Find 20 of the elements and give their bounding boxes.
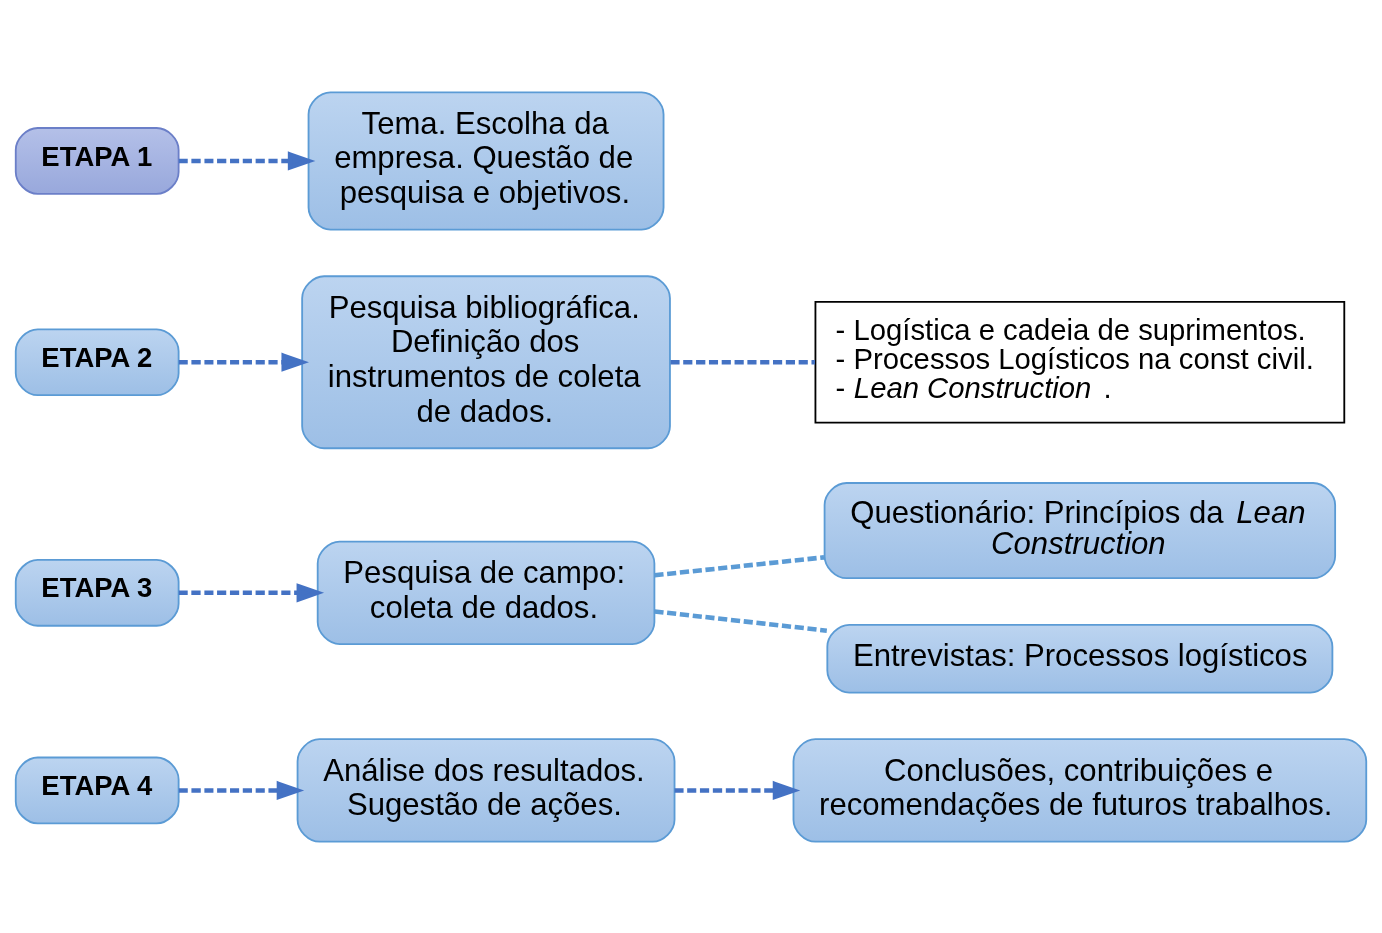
- node-box: ETAPA 1: [14, 126, 180, 195]
- arrow: [674, 780, 801, 800]
- node-box: Pesquisa de campo: coleta de dados.: [316, 540, 656, 645]
- connector: [670, 359, 815, 365]
- node-box: ETAPA 3: [14, 558, 180, 627]
- connector: [654, 608, 828, 633]
- node-box: Conclusões, contribuições e recomendações de futuros trabalhos.: [792, 737, 1368, 843]
- arrow: [178, 780, 305, 800]
- arrow: [178, 582, 325, 602]
- connector: [654, 554, 825, 577]
- node-box: Análise dos resultados. Sugestão de ações.: [296, 737, 676, 843]
- arrow: [178, 150, 316, 171]
- node-box: Questionário: Princípios da Lean Construction: [823, 481, 1337, 579]
- node-box: Tema. Escolha da empresa. Questão de pesquisa e objetivos.: [307, 90, 665, 230]
- node-box: Entrevistas: Processos logísticos: [826, 623, 1334, 693]
- node-box: - Logística e cadeia de suprimentos. - Processos Logísticos na const civil. - Lean Construction .: [814, 300, 1346, 424]
- node-box: Pesquisa bibliográfica. Definição dos instrumentos de coleta de dados.: [301, 274, 671, 449]
- node-box: ETAPA 2: [14, 327, 180, 396]
- arrow: [178, 352, 309, 372]
- node-box: ETAPA 4: [14, 756, 180, 824]
